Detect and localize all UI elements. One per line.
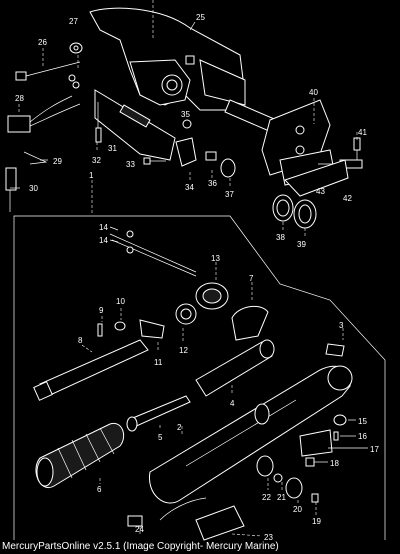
callout-22: 22	[262, 493, 271, 502]
callout-6: 6	[97, 485, 102, 494]
callout-26: 26	[38, 38, 47, 47]
part-4-tube	[195, 339, 275, 397]
assembly-1-outline	[13, 215, 386, 540]
image-caption: MercuryPartsOnline v2.5.1 (Image Copyrig…	[2, 541, 279, 552]
part-lanyard	[5, 151, 48, 212]
part-8-shaft	[33, 339, 149, 401]
callout-17: 17	[370, 445, 379, 454]
callout-14a: 14	[99, 223, 108, 232]
callout-9: 9	[99, 306, 104, 315]
callout-28: 28	[15, 94, 24, 103]
callout-32: 32	[92, 156, 101, 165]
callout-21: 21	[277, 493, 286, 502]
callout-19: 19	[312, 517, 321, 526]
callout-24: 24	[135, 525, 144, 534]
part-screw-33	[143, 157, 166, 165]
part-7	[231, 305, 269, 341]
callout-34: 34	[185, 183, 194, 192]
callout-15: 15	[358, 417, 367, 426]
callout-25: 25	[196, 13, 205, 22]
callout-35: 35	[181, 110, 190, 119]
callout-14b: 14	[99, 236, 108, 245]
callout-23: 23	[264, 533, 273, 542]
callout-10: 10	[116, 297, 125, 306]
callout-3: 3	[339, 321, 344, 330]
part-13	[195, 282, 229, 310]
callout-43: 43	[316, 187, 325, 196]
part-43	[284, 159, 349, 197]
part-washers	[272, 194, 317, 229]
part-small-36-37	[205, 151, 236, 178]
part-9-10-11	[97, 319, 165, 339]
part-12	[175, 303, 197, 325]
part-5	[126, 395, 191, 432]
callout-39: 39	[297, 240, 306, 249]
callout-13: 13	[211, 254, 220, 263]
callout-18: 18	[330, 459, 339, 468]
part-lever	[175, 119, 197, 167]
callout-labels: 1 2 3 4 5 6 7 8 9 10 11 12 13 14 14 15 1…	[15, 13, 379, 542]
callout-33: 33	[126, 160, 135, 169]
callout-2: 2	[177, 423, 182, 432]
callout-36: 36	[208, 179, 217, 188]
callout-5: 5	[158, 433, 163, 442]
part-cables	[109, 230, 197, 277]
part-throttle-bracket	[94, 89, 176, 161]
callout-11: 11	[154, 358, 163, 367]
callout-16: 16	[358, 432, 367, 441]
leader-lines	[10, 0, 368, 537]
callout-42: 42	[343, 194, 352, 203]
callout-27: 27	[69, 17, 78, 26]
callout-30: 30	[29, 184, 38, 193]
part-switch-harness	[7, 74, 81, 133]
callout-40: 40	[309, 88, 318, 97]
part-2-tiller	[148, 365, 353, 504]
callout-20: 20	[293, 505, 302, 514]
callout-12: 12	[179, 346, 188, 355]
part-6-grip	[35, 422, 125, 489]
callout-31: 31	[108, 144, 117, 153]
callout-1: 1	[89, 171, 94, 180]
part-right-small	[256, 343, 347, 503]
callout-41: 41	[358, 128, 367, 137]
part-plate	[261, 99, 336, 186]
callout-4: 4	[230, 399, 235, 408]
callout-29: 29	[53, 157, 62, 166]
callout-7: 7	[249, 274, 254, 283]
callout-37: 37	[225, 190, 234, 199]
callout-38: 38	[276, 233, 285, 242]
callout-8: 8	[78, 336, 83, 345]
part-connectors	[127, 497, 245, 541]
part-bolt-26	[15, 42, 83, 81]
